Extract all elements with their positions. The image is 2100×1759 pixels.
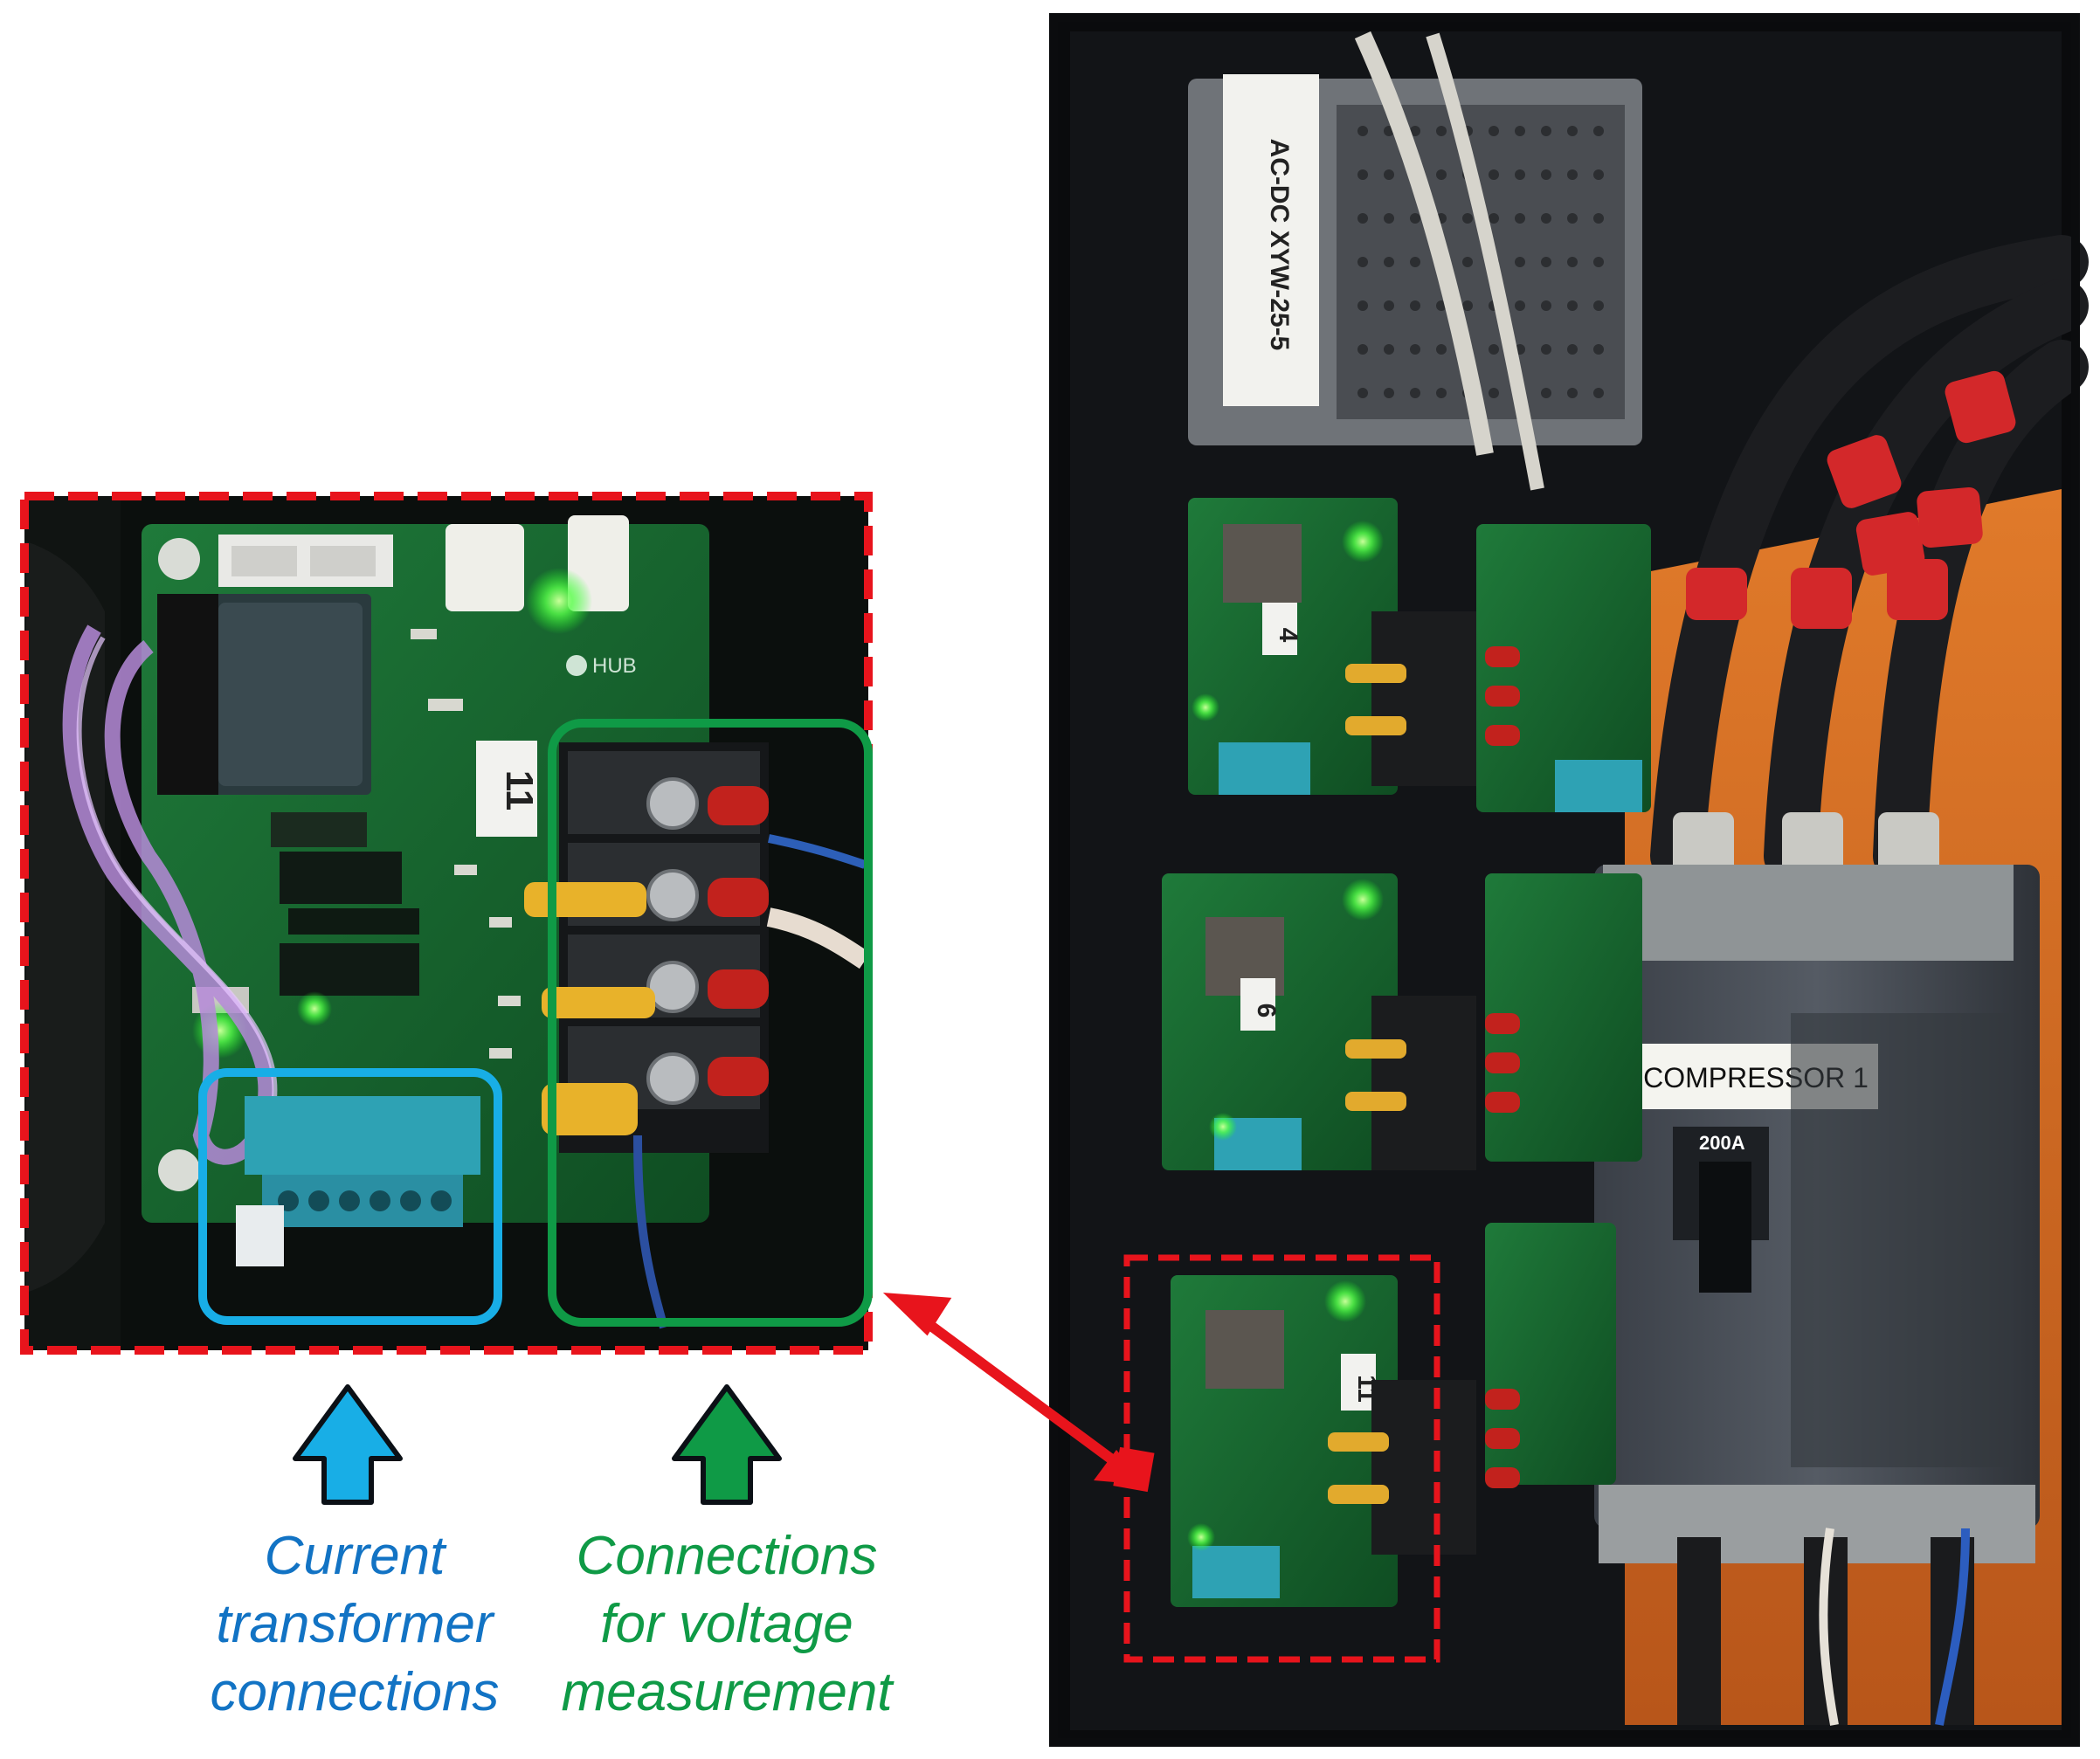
panel-photo-frame (1049, 13, 2080, 1747)
meter-board (1476, 524, 1651, 812)
breaker-rating: 200A (1699, 1132, 1745, 1154)
zoom-photo-content: 11 HUB (24, 496, 871, 1350)
ct-caption-line: transformer (216, 1594, 494, 1654)
vm-caption-line: measurement (561, 1662, 893, 1722)
meter-board (1485, 873, 1642, 1162)
ct-highlight-box (198, 1068, 502, 1325)
vm-caption-line: Connections (576, 1526, 878, 1586)
vm-caption: Connections for voltage measurement (535, 1522, 919, 1727)
ct-connector (245, 1096, 480, 1175)
meter-board: 11 (1171, 1275, 1398, 1607)
meter-board: 4 (1188, 498, 1398, 795)
ct-caption-line: Current (264, 1526, 446, 1586)
source-highlight-box (1123, 1254, 1440, 1663)
meter-board (1485, 1223, 1616, 1485)
board-logo: HUB (592, 654, 637, 678)
board-number-4: 4 (1274, 628, 1302, 643)
vm-highlight-box (548, 719, 873, 1327)
meter-board: 6 (1162, 873, 1398, 1170)
status-led (526, 568, 592, 634)
double-arrow-icon (882, 1293, 1155, 1493)
vm-up-arrow-icon (672, 1384, 782, 1505)
board-number-label: 11 (498, 770, 541, 811)
ct-up-arrow-icon (293, 1384, 403, 1505)
ct-caption: Current transformer connections (171, 1522, 538, 1727)
psu-label: AC-DC XYW-25-5 (1265, 139, 1294, 351)
panel-photo: AC-DC XYW-25-5 (1053, 17, 2089, 1742)
ct-caption-line: connections (210, 1662, 500, 1722)
board-number-6: 6 (1252, 1004, 1281, 1018)
vm-caption-line: for voltage (600, 1594, 853, 1654)
